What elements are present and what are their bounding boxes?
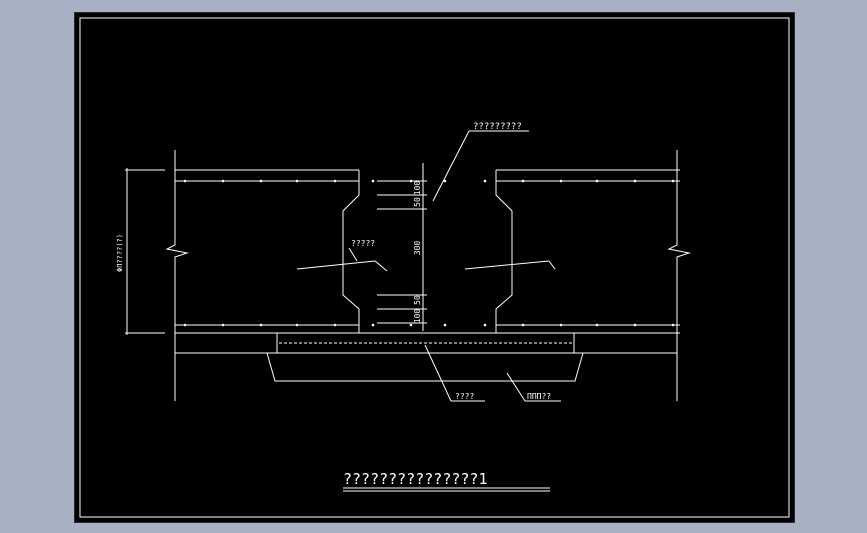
callout-bottom-left-leader xyxy=(424,344,452,402)
rebar-dot xyxy=(295,323,299,327)
rebar-dot xyxy=(443,323,447,327)
dim-text: 300 xyxy=(413,241,422,256)
rebar-dot xyxy=(521,179,525,183)
rebar-dot xyxy=(559,179,563,183)
rebar-dot xyxy=(633,179,637,183)
side-dimension-label: ΦΠ????(?) xyxy=(116,234,124,272)
rebar-dot xyxy=(371,179,375,183)
right-break-line xyxy=(667,150,691,401)
cushion-block xyxy=(276,332,575,354)
callout-middle-leader-left xyxy=(296,260,376,270)
rebar-dots xyxy=(183,179,675,327)
rebar-dot xyxy=(183,179,187,183)
rebar-dot xyxy=(221,323,225,327)
dim-text: 100 xyxy=(413,309,422,324)
rebar-dot xyxy=(633,323,637,327)
cad-drawing: 100 50 300 50 100 ΦΠ????(?) ????????? ??… xyxy=(79,17,790,518)
rebar-dot xyxy=(333,179,337,183)
rebar-dot xyxy=(409,179,413,183)
callout-right-tick xyxy=(548,260,556,270)
rebar-dot xyxy=(295,179,299,183)
dim-text: 50 xyxy=(413,295,422,305)
rebar-dot xyxy=(483,179,487,183)
dim-text: 50 xyxy=(413,197,422,207)
dim-text: 100 xyxy=(413,181,422,196)
callout-bottom-left-label: ???? xyxy=(455,392,474,401)
callout-bottom-right-leader xyxy=(506,372,526,402)
foundation-trench xyxy=(266,352,584,382)
rebar-dot xyxy=(671,323,675,327)
rebar-dot xyxy=(595,323,599,327)
rebar-dot xyxy=(443,179,447,183)
cad-viewport[interactable]: 100 50 300 50 100 ΦΠ????(?) ????????? ??… xyxy=(74,12,795,523)
rebar-dot xyxy=(595,179,599,183)
rebar-dot xyxy=(259,179,263,183)
rebar-dot xyxy=(483,323,487,327)
callout-middle-label: ????? xyxy=(351,239,375,248)
left-break-line xyxy=(165,150,189,401)
callout-bottom-right-label: ΠΠΠ?? xyxy=(527,392,551,401)
sheet-border xyxy=(79,17,790,518)
rebar-dot xyxy=(559,323,563,327)
rebar-dot xyxy=(259,323,263,327)
callout-middle-pointer xyxy=(348,247,358,262)
rebar-dot xyxy=(671,179,675,183)
rebar-dot xyxy=(409,323,413,327)
right-joint-profile xyxy=(495,170,513,333)
rebar-dot xyxy=(333,323,337,327)
rebar-dot xyxy=(183,323,187,327)
callout-top-label: ????????? xyxy=(473,122,522,132)
callout-middle-leader-right xyxy=(374,260,388,272)
callout-right-leader xyxy=(464,260,550,270)
callout-top-leader xyxy=(432,130,470,202)
left-joint-profile xyxy=(342,170,360,333)
rebar-dot xyxy=(521,323,525,327)
rebar-dot xyxy=(371,323,375,327)
rebar-dot xyxy=(221,179,225,183)
drawing-title: ???????????????1 xyxy=(343,470,488,488)
